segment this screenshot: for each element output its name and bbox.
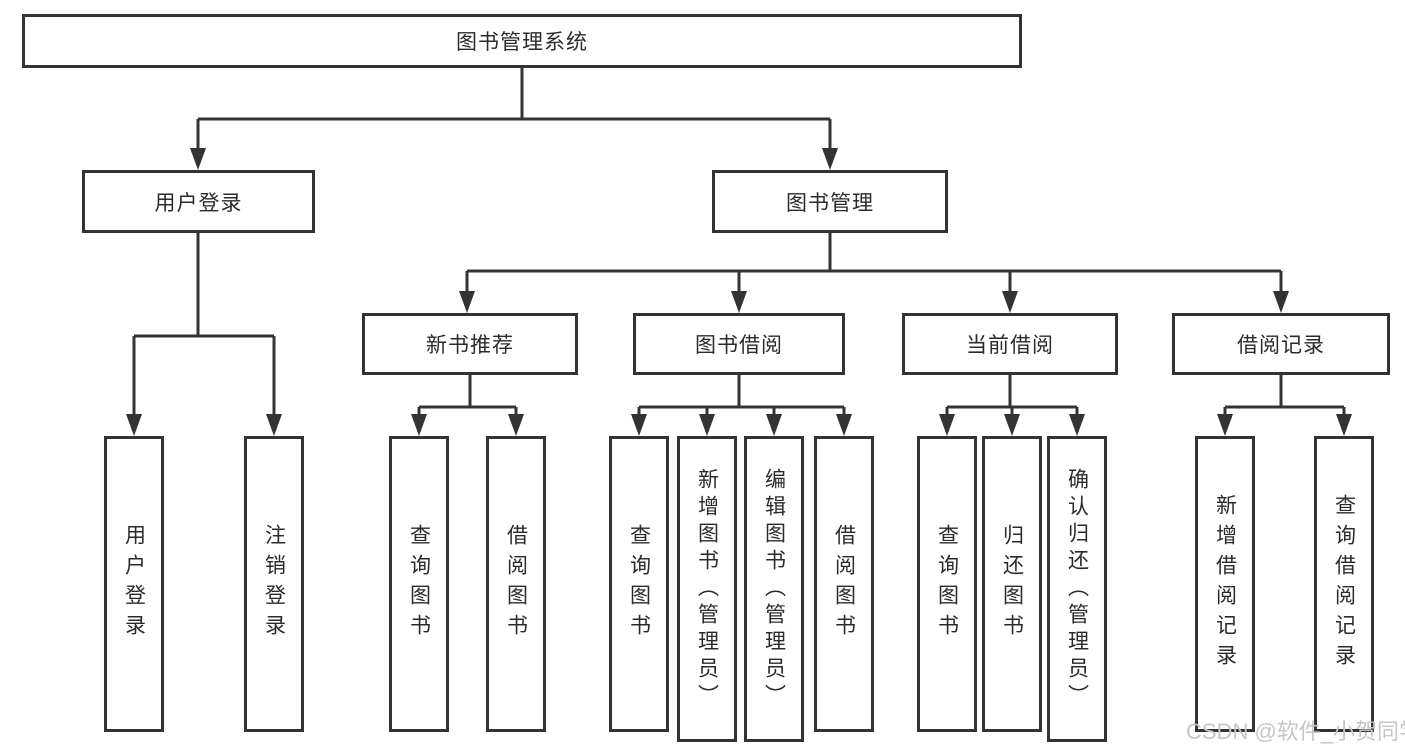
leaf-add-borrow-record-label: 新增借阅记录 xyxy=(1213,494,1237,674)
arrow-icon xyxy=(1004,414,1020,436)
node-new-book-recommend-label: 新书推荐 xyxy=(426,334,514,357)
leaf-edit-books-admin-label: 编辑图书（管理员） xyxy=(762,467,786,711)
leaf-logout-login-label: 注销登录 xyxy=(262,524,286,644)
connector-book-management xyxy=(465,233,1283,293)
watermark: CSDN @软件_小贺同学 xyxy=(1186,719,1405,744)
node-borrow-records: 借阅记录 xyxy=(1172,313,1390,375)
leaf-user-login: 用户登录 xyxy=(104,436,164,732)
leaf-query-books-borrow: 查询图书 xyxy=(609,436,669,732)
leaf-logout-login: 注销登录 xyxy=(244,436,304,732)
node-book-management: 图书管理 xyxy=(712,170,948,233)
connector-current-borrow xyxy=(945,375,1079,415)
connector-user-login xyxy=(132,233,276,415)
leaf-query-books-recommend-label: 查询图书 xyxy=(407,524,431,644)
arrow-icon xyxy=(1336,414,1352,436)
arrow-icon xyxy=(766,414,782,436)
node-root: 图书管理系统 xyxy=(22,14,1022,68)
arrow-icon xyxy=(1217,414,1233,436)
leaf-confirm-return-admin-label: 确认归还（管理员） xyxy=(1065,467,1089,711)
arrow-icon xyxy=(190,148,206,170)
leaf-add-borrow-record: 新增借阅记录 xyxy=(1195,436,1255,732)
arrow-icon xyxy=(822,148,838,170)
leaf-borrow-books-borrow: 借阅图书 xyxy=(814,436,874,732)
node-root-label: 图书管理系统 xyxy=(456,31,588,54)
arrow-icon xyxy=(459,291,475,313)
connector-root xyxy=(196,68,832,150)
arrow-icon xyxy=(731,291,747,313)
arrow-icon xyxy=(699,414,715,436)
node-book-borrow-label: 图书借阅 xyxy=(695,334,783,357)
leaf-add-books-admin: 新增图书（管理员） xyxy=(677,436,737,742)
leaf-query-borrow-record-label: 查询借阅记录 xyxy=(1332,494,1356,674)
arrow-icon xyxy=(411,414,427,436)
leaf-edit-books-admin: 编辑图书（管理员） xyxy=(744,436,804,742)
connector-new-book xyxy=(417,375,518,415)
node-borrow-records-label: 借阅记录 xyxy=(1237,334,1325,357)
arrow-icon xyxy=(836,414,852,436)
node-user-login-label: 用户登录 xyxy=(154,191,243,215)
node-book-borrow: 图书借阅 xyxy=(633,313,845,375)
leaf-borrow-books-borrow-label: 借阅图书 xyxy=(832,524,856,644)
arrow-icon xyxy=(1273,291,1289,313)
arrow-icon xyxy=(939,414,955,436)
leaf-query-books-recommend: 查询图书 xyxy=(389,436,449,732)
node-current-borrow-label: 当前借阅 xyxy=(966,334,1054,357)
leaf-user-login-label: 用户登录 xyxy=(122,524,146,644)
leaf-return-books: 归还图书 xyxy=(982,436,1042,732)
node-book-management-label: 图书管理 xyxy=(786,191,874,215)
node-current-borrow: 当前借阅 xyxy=(902,313,1118,375)
leaf-query-books-current-label: 查询图书 xyxy=(935,524,959,644)
leaf-confirm-return-admin: 确认归还（管理员） xyxy=(1047,436,1107,742)
leaf-borrow-books-recommend-label: 借阅图书 xyxy=(504,524,528,644)
leaf-query-borrow-record: 查询借阅记录 xyxy=(1314,436,1374,732)
arrow-icon xyxy=(631,414,647,436)
arrow-icon xyxy=(266,414,282,436)
leaf-query-books-current: 查询图书 xyxy=(917,436,977,732)
leaf-return-books-label: 归还图书 xyxy=(1000,524,1024,644)
connector-borrow-records xyxy=(1223,375,1346,415)
node-user-login: 用户登录 xyxy=(82,170,315,233)
leaf-query-books-borrow-label: 查询图书 xyxy=(627,524,651,644)
arrow-icon xyxy=(1002,291,1018,313)
arrow-icon xyxy=(508,414,524,436)
node-new-book-recommend: 新书推荐 xyxy=(362,313,578,375)
leaf-borrow-books-recommend: 借阅图书 xyxy=(486,436,546,732)
arrow-icon xyxy=(1069,414,1085,436)
connector-book-borrow xyxy=(637,375,846,415)
arrow-icon xyxy=(126,414,142,436)
leaf-add-books-admin-label: 新增图书（管理员） xyxy=(695,467,719,711)
